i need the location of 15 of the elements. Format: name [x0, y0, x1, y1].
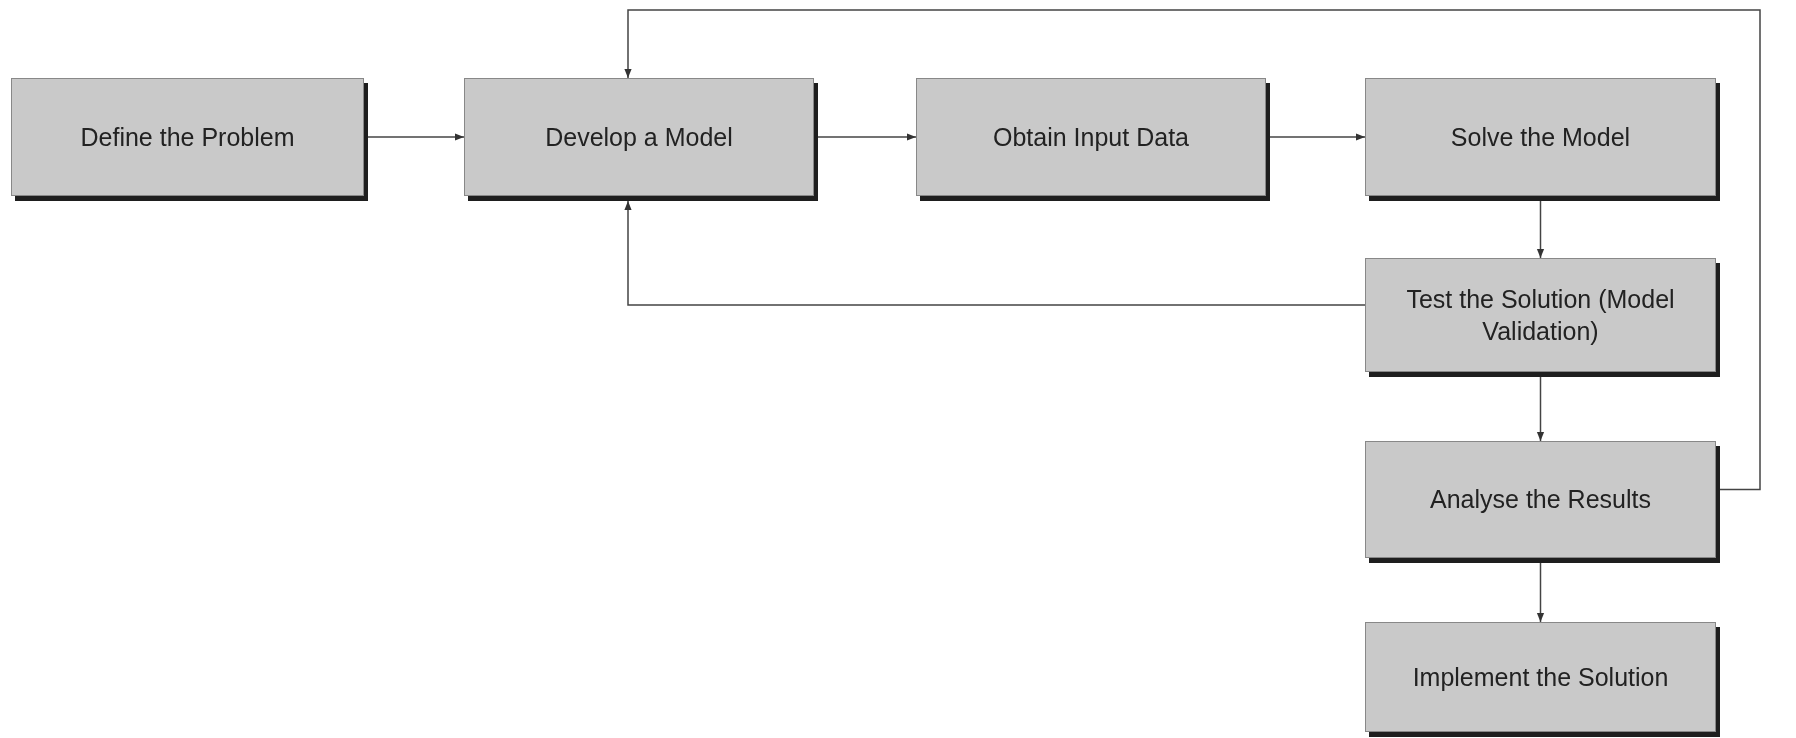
box-label: Obtain Input Data [993, 121, 1189, 153]
box-label: Define the Problem [80, 121, 295, 153]
arrow [817, 133, 917, 141]
box-label: Analyse the Results [1430, 484, 1651, 516]
arrow [1536, 562, 1545, 623]
arrow [624, 200, 1366, 306]
arrow [1536, 376, 1545, 442]
arrow [624, 9, 1761, 491]
arrow [367, 133, 465, 141]
box-label: Implement the Solution [1412, 661, 1669, 693]
box-label: Solve the Model [1450, 121, 1631, 153]
arrow [1536, 200, 1545, 259]
box-label: Develop a Model [545, 121, 733, 153]
arrow [1269, 133, 1366, 141]
box-label: Test the Solution (Model Validation) [1405, 283, 1676, 347]
